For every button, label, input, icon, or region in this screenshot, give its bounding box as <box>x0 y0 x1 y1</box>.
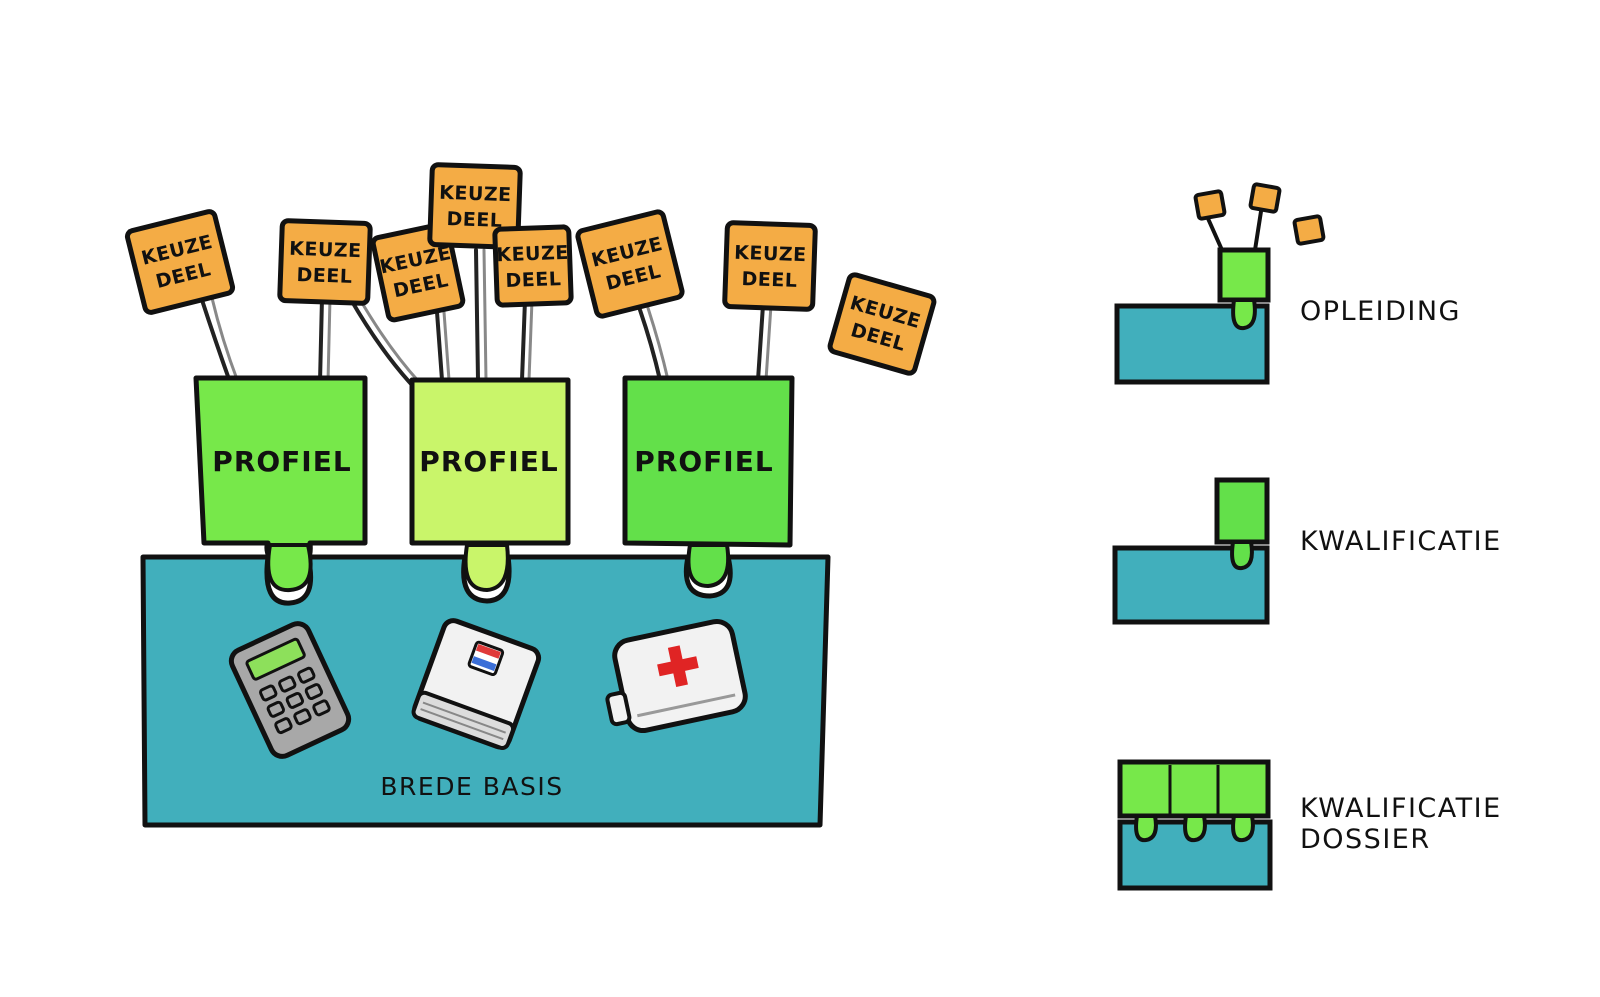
profile-3-knob <box>686 543 731 589</box>
legend-opleiding-graphic <box>1114 182 1326 385</box>
profile-2-knob <box>463 543 510 593</box>
legend-kwalificatiedossier-graphic <box>1117 759 1273 891</box>
profile-1: PROFIEL <box>193 375 368 593</box>
profile-3-body <box>622 375 795 548</box>
legend-kwalificatie-label: KWALIFICATIE <box>1300 526 1502 557</box>
keuzedeel-tag-7-line1: KEUZE <box>734 242 807 267</box>
base-label: BREDE BASIS <box>380 772 563 801</box>
legend-opleiding: OPLEIDING <box>1114 182 1461 385</box>
legend-kwalificatiedossier-line2: DOSSIER <box>1300 824 1431 855</box>
keuzedeel-tag-5: KEUZE DEEL <box>492 224 574 308</box>
keuzedeel-tag-3: KEUZE DEEL <box>370 221 466 323</box>
profile-1-knob <box>266 543 313 593</box>
wires <box>200 248 773 387</box>
keuzedeel-tag-2-line2: DEEL <box>296 264 353 288</box>
profile-2-body <box>409 377 571 546</box>
keuzedeel-tag-4: KEUZE DEEL <box>427 162 523 250</box>
keuzedeel-tag-8: KEUZE DEEL <box>827 272 937 376</box>
profile-3-label: PROFIEL <box>634 445 773 478</box>
keuzedeel-tag-2: KEUZE DEEL <box>277 218 373 306</box>
keuzedeel-tag-1: KEUZE DEEL <box>124 209 236 315</box>
keuzedeel-tag-4-line2: DEEL <box>446 208 503 232</box>
calculator-icon <box>228 621 352 759</box>
first-aid-kit-icon <box>605 619 748 733</box>
keuzedeel-tag-7-line2: DEEL <box>741 268 798 292</box>
keuzedeel-tag-7: KEUZE DEEL <box>722 220 818 312</box>
legend-opleiding-label: OPLEIDING <box>1300 296 1461 327</box>
keuzedeel-tag-2-line1: KEUZE <box>289 238 362 263</box>
legend-kwalificatie: KWALIFICATIE <box>1112 477 1502 625</box>
book-icon <box>411 618 542 751</box>
profile-2: PROFIEL <box>409 377 571 593</box>
legend-kwalificatiedossier: KWALIFICATIE DOSSIER <box>1117 759 1502 891</box>
keuzedeel-tag-6: KEUZE DEEL <box>575 209 685 319</box>
profile-2-label: PROFIEL <box>419 445 558 478</box>
keuzedeel-tag-5-line2: DEEL <box>505 268 562 292</box>
legend-kwalificatiedossier-line1: KWALIFICATIE <box>1300 793 1502 824</box>
legend-kwalificatie-graphic <box>1112 477 1270 625</box>
profile-3: PROFIEL <box>622 375 795 589</box>
keuzedeel-tag-5-line1: KEUZE <box>496 242 569 267</box>
keuzedeel-tag-4-line1: KEUZE <box>439 182 512 207</box>
profile-1-label: PROFIEL <box>212 445 351 478</box>
